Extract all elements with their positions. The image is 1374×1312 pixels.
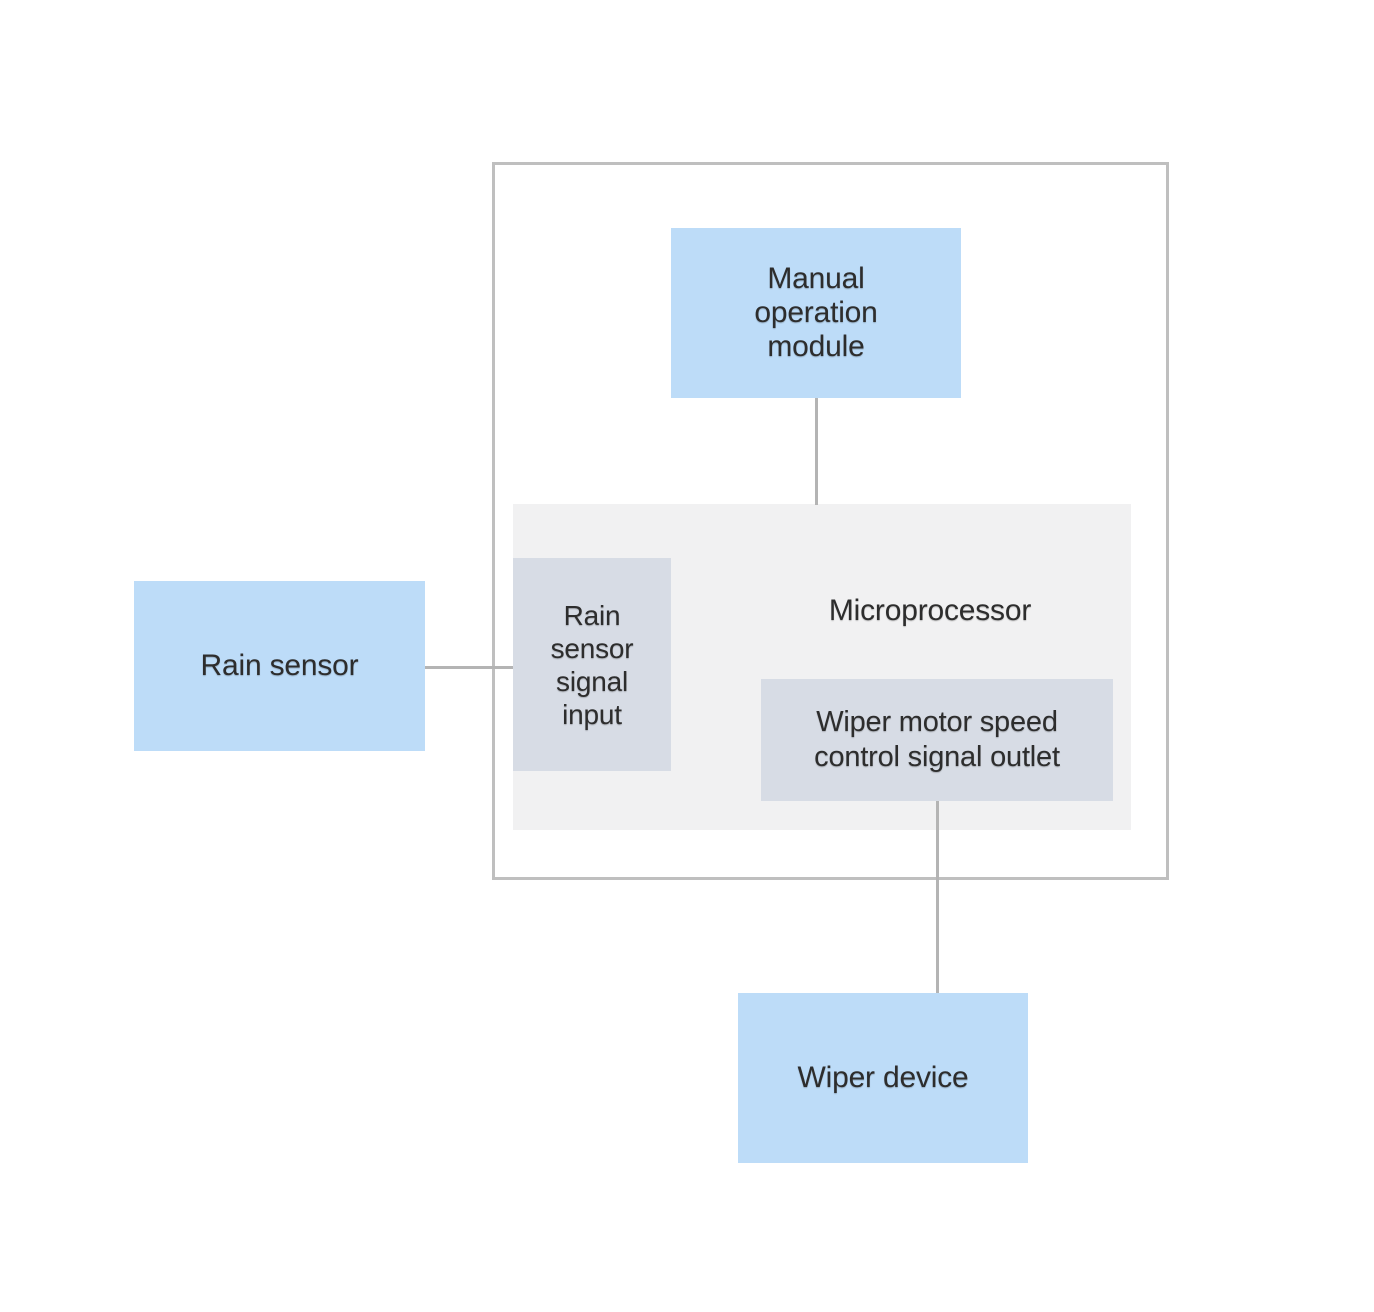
connector-manual-to-microprocessor xyxy=(815,398,818,505)
node-rain-sensor-signal-input: Rain sensor signal input xyxy=(513,558,671,771)
node-wiper-device: Wiper device xyxy=(738,993,1028,1163)
node-rain-sensor: Rain sensor xyxy=(134,581,425,751)
connector-rain-sensor-to-signal-input xyxy=(425,666,513,669)
node-wiper-motor-speed-control-signal-outlet: Wiper motor speed control signal outlet xyxy=(761,679,1113,801)
connector-outlet-to-wiper-device xyxy=(936,801,939,993)
controller-boundary-frame xyxy=(492,162,1169,880)
node-manual-operation-module: Manual operation module xyxy=(671,228,961,398)
microprocessor-label: Microprocessor xyxy=(828,594,1032,627)
